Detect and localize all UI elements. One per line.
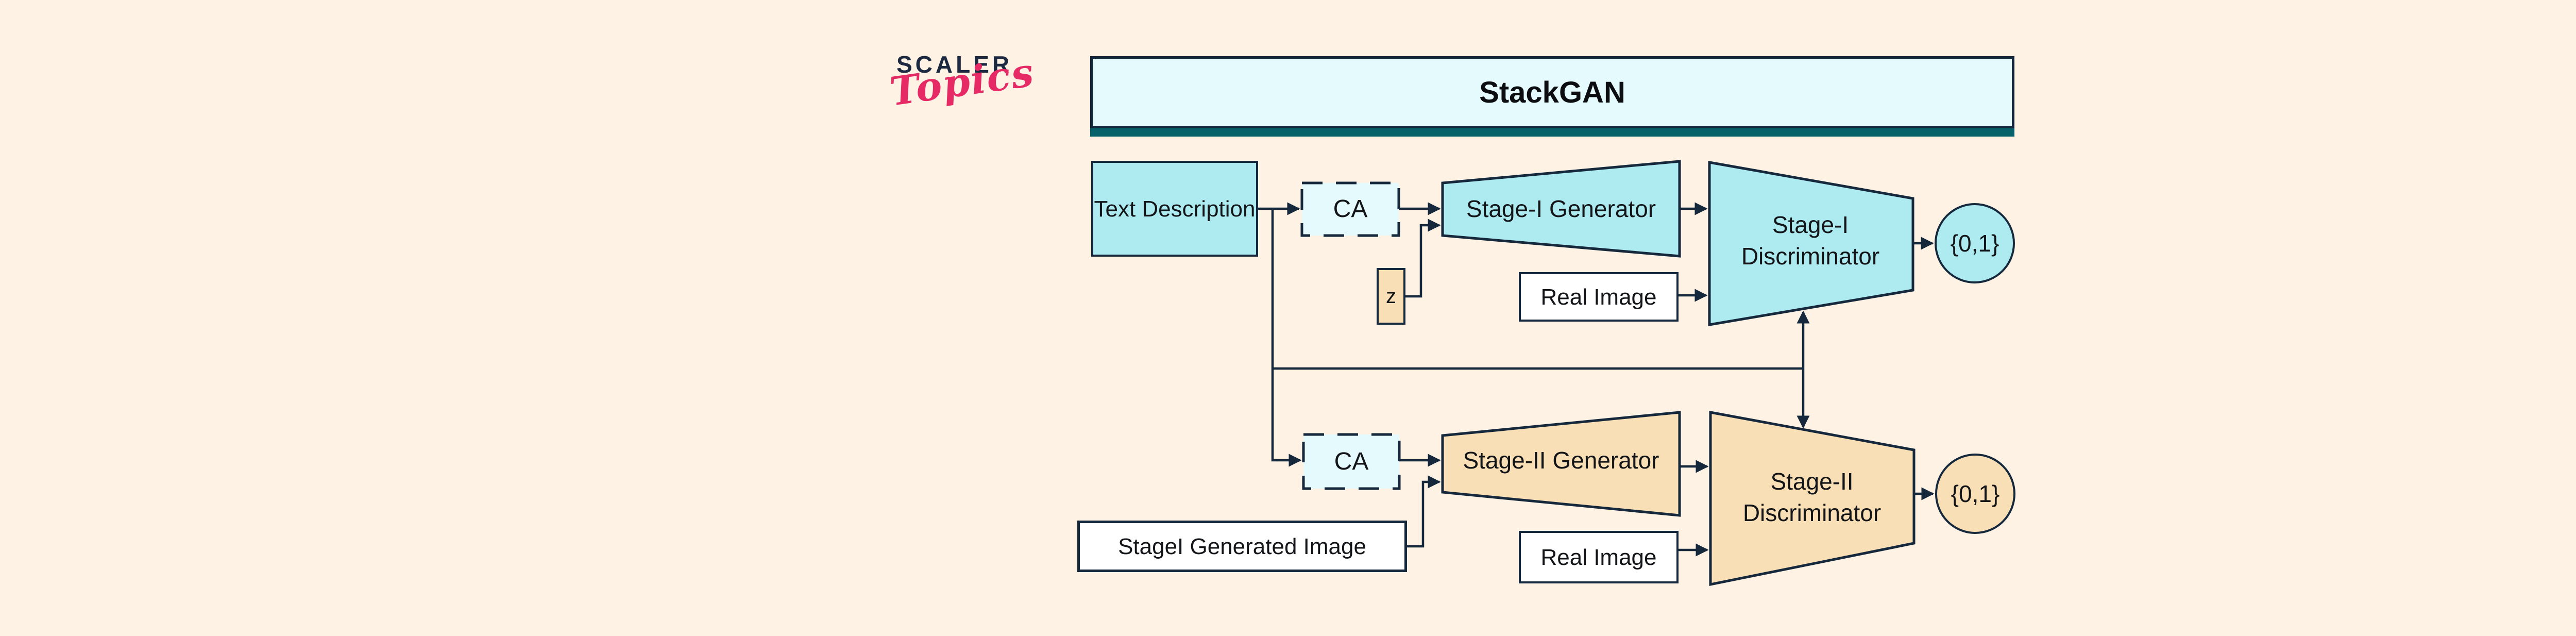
stage2-output-label: {0,1} — [1951, 480, 2000, 507]
stage2-ca-box — [1302, 433, 1401, 490]
diagram-title: StackGAN — [1090, 56, 2014, 128]
stage1-ca-box — [1300, 181, 1400, 237]
stage2-real-image-box: Real Image — [1519, 531, 1679, 583]
text-description-box: Text Description — [1091, 161, 1258, 257]
arrow-z-to-generator1 — [1405, 219, 1441, 298]
stage1-discriminator-label: Stage-I Discriminator — [1741, 211, 1880, 270]
stage1-ca-label: CA — [1333, 195, 1368, 223]
stage2-discriminator-shape — [1709, 410, 1916, 587]
stage1-generated-image-box: StageI Generated Image — [1077, 521, 1407, 572]
stage1-output-circle — [1935, 203, 2015, 283]
stage1-discriminator-shape — [1708, 161, 1914, 326]
stage2-ca-label: CA — [1334, 447, 1369, 475]
stage1-generator-label: Stage-I Generator — [1466, 195, 1656, 222]
stage2-generator-label: Stage-II Generator — [1463, 446, 1659, 474]
stage2-discriminator-label: Stage-II Discriminator — [1742, 468, 1882, 526]
stage1-output-label: {0,1} — [1950, 229, 1999, 257]
arrow-branch-to-ca2 — [1271, 209, 1302, 467]
stage1-real-image-box: Real Image — [1519, 272, 1679, 322]
stage2-generator-shape — [1441, 411, 1681, 517]
noise-z-box: z — [1377, 268, 1405, 325]
stage1-generator-shape — [1441, 160, 1681, 258]
arrow-stage1image-to-generator2 — [1407, 475, 1441, 548]
title-underline-bar — [1090, 128, 2014, 137]
scaler-logo-brand: SCALER — [896, 51, 1013, 78]
stage2-output-circle — [1935, 454, 2015, 534]
